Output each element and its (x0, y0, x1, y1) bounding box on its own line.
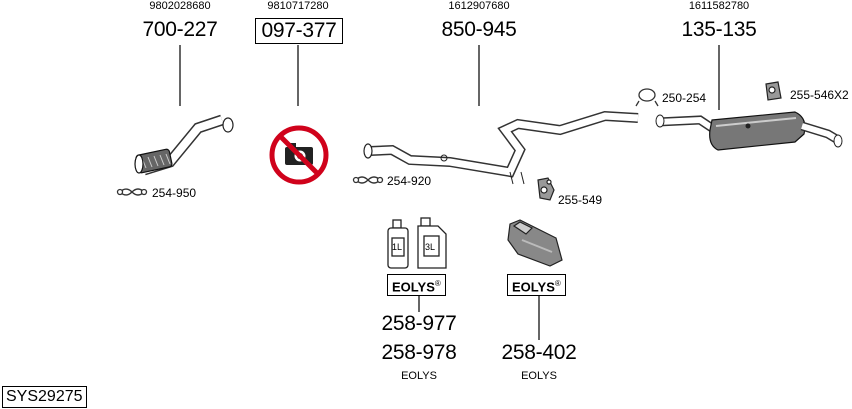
oe-reference: 9802028680 (149, 0, 211, 12)
rubber-mount-255-546-icon (765, 81, 782, 101)
part-number[interactable]: 700-227 (142, 18, 218, 41)
eolys-badge-text: EOLYS (392, 279, 435, 295)
fitting-label[interactable]: 254-950 (152, 186, 197, 200)
bottle-volume-label: 3L (425, 242, 436, 252)
additive-bottle-1l-icon (387, 219, 409, 269)
bottle-volume-label: 1L (392, 242, 403, 252)
part-number[interactable]: 258-978 (381, 341, 457, 364)
gasket-250-254-icon (635, 88, 659, 107)
rear-silencer-icon (655, 111, 843, 151)
eolys-badge-text: EOLYS (512, 279, 555, 295)
clamp-254-920-icon (352, 176, 384, 184)
additive-name: EOLYS (521, 370, 557, 382)
additive-name: EOLYS (401, 370, 437, 382)
part-number[interactable]: 258-977 (381, 312, 457, 335)
fitting-label[interactable]: 250-254 (662, 91, 707, 105)
system-code: SYS29275 (2, 386, 87, 408)
rubber-mount-255-549-icon (537, 177, 555, 201)
eolys-badge: EOLYS® (387, 274, 446, 297)
part-number[interactable]: 850-945 (441, 18, 517, 41)
registered-mark: ® (554, 279, 561, 288)
front-pipe-icon (134, 114, 234, 176)
part-number[interactable]: 135-135 (681, 18, 757, 41)
registered-mark: ® (434, 279, 441, 288)
additive-tank-icon (507, 219, 563, 267)
part-number-boxed[interactable]: 097-377 (255, 18, 343, 44)
fitting-label[interactable]: 254-920 (387, 174, 432, 188)
fitting-label[interactable]: 255-546X2 (790, 88, 849, 102)
prohibited-camera-icon (269, 125, 329, 185)
clamp-254-950-icon (116, 188, 148, 196)
oe-reference: 1611582780 (688, 0, 750, 12)
oe-reference: 9810717280 (267, 0, 329, 12)
additive-bottle-3l-icon (417, 217, 447, 269)
fitting-label[interactable]: 255-549 (558, 193, 603, 207)
intermediate-pipe-icon (363, 110, 639, 185)
part-number[interactable]: 258-402 (501, 341, 577, 364)
eolys-badge: EOLYS® (507, 274, 566, 297)
oe-reference: 1612907680 (448, 0, 510, 12)
